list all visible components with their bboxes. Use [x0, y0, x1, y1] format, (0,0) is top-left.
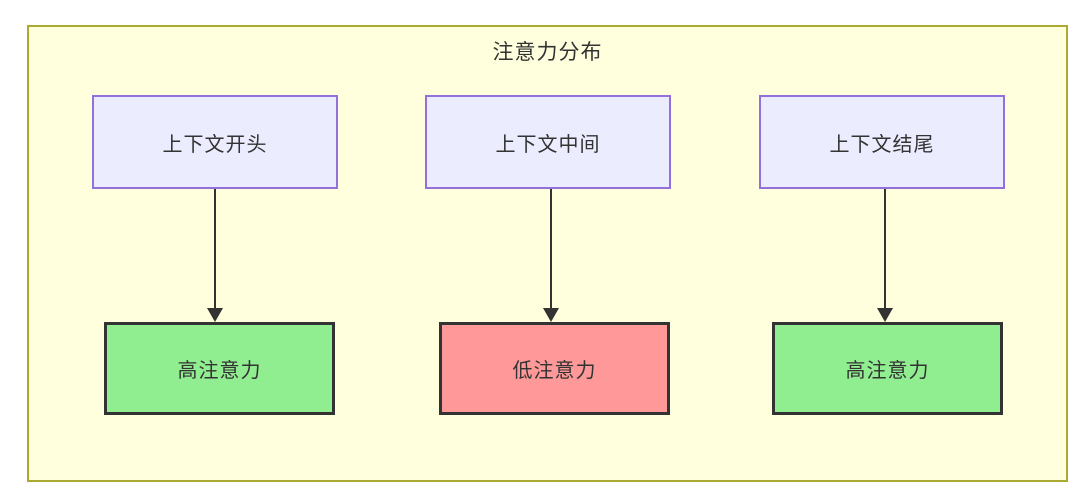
- arrow-line: [550, 189, 552, 309]
- diagram-title: 注意力分布: [492, 41, 603, 64]
- arrow-head-icon: [543, 308, 559, 322]
- node-context-beginning: 上下文开头: [92, 95, 338, 189]
- arrow-line: [884, 189, 886, 309]
- attention-distribution-diagram: 注意力分布 上下文开头 高注意力 上下文中间 低注意力 上下文结尾 高注意力: [27, 25, 1068, 482]
- arrow-line: [214, 189, 216, 309]
- node-high-attention-left: 高注意力: [104, 322, 335, 415]
- node-context-middle: 上下文中间: [425, 95, 671, 189]
- arrow-head-icon: [877, 308, 893, 322]
- arrow-head-icon: [207, 308, 223, 322]
- node-low-attention-middle: 低注意力: [439, 322, 670, 415]
- node-context-end: 上下文结尾: [759, 95, 1005, 189]
- node-high-attention-right: 高注意力: [772, 322, 1003, 415]
